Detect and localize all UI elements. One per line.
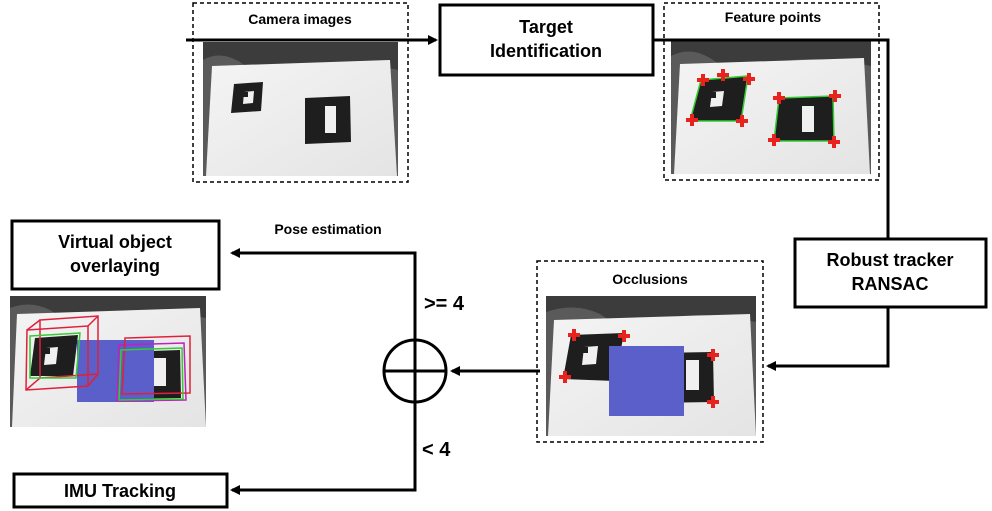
virtual-object-overlaying-box: Virtual object overlaying [10,219,221,291]
feature-marker [618,330,630,342]
feature-marker [773,92,785,104]
virtual-object-line1: Virtual object [58,232,172,252]
robust-tracker-line1: Robust tracker [826,250,953,270]
feature-marker [828,136,840,148]
decision-node [382,338,448,404]
feature-marker [559,371,571,383]
camera-images-photo [203,42,398,176]
feature-markers [686,69,841,148]
line-target-to-tracker [653,38,890,238]
robust-tracker-line2: RANSAC [851,274,928,294]
target-identification-line1: Target [519,17,573,37]
feature-marker [686,114,698,126]
target-identification-box: Target Identification [438,3,655,77]
feature-marker [743,73,755,85]
feature-marker [707,349,719,361]
feature-points-panel: Feature points [663,2,880,181]
arrow-tracker-to-occlusions [766,307,890,371]
camera-images-panel: Camera images [192,2,409,183]
feature-marker [717,69,729,81]
feature-marker [568,329,580,341]
cube-wireframes [25,315,191,402]
virtual-object-line2: overlaying [70,256,160,276]
feature-marker [768,134,780,146]
imu-tracking-label: IMU Tracking [64,481,176,501]
feature-marker [829,90,841,102]
feature-points-label: Feature points [725,9,822,25]
feature-marker [697,74,709,86]
virtual-object-occluder [609,346,684,416]
occlusions-label: Occlusions [612,271,688,287]
target-identification-line2: Identification [490,41,602,61]
occlusion-markers [559,329,719,408]
occlusions-photo [546,296,756,436]
ge-four-label: >= 4 [424,293,465,315]
imu-tracking-box: IMU Tracking [12,472,229,509]
robust-tracker-box: Robust tracker RANSAC [793,237,988,309]
camera-images-label: Camera images [248,11,352,27]
connectors [186,35,890,495]
pose-estimation-label: Pose estimation [274,221,381,237]
feature-points-photo [671,40,871,174]
arrow-decision-to-overlay [230,248,417,340]
feature-marker [736,115,748,127]
arrow-decision-to-imu [230,402,417,495]
lt-four-label: < 4 [422,439,451,461]
occlusions-panel: Occlusions [536,260,764,443]
virtual-object-cube [77,340,154,402]
feature-marker [707,396,719,408]
virtual-object-photo [10,296,206,427]
